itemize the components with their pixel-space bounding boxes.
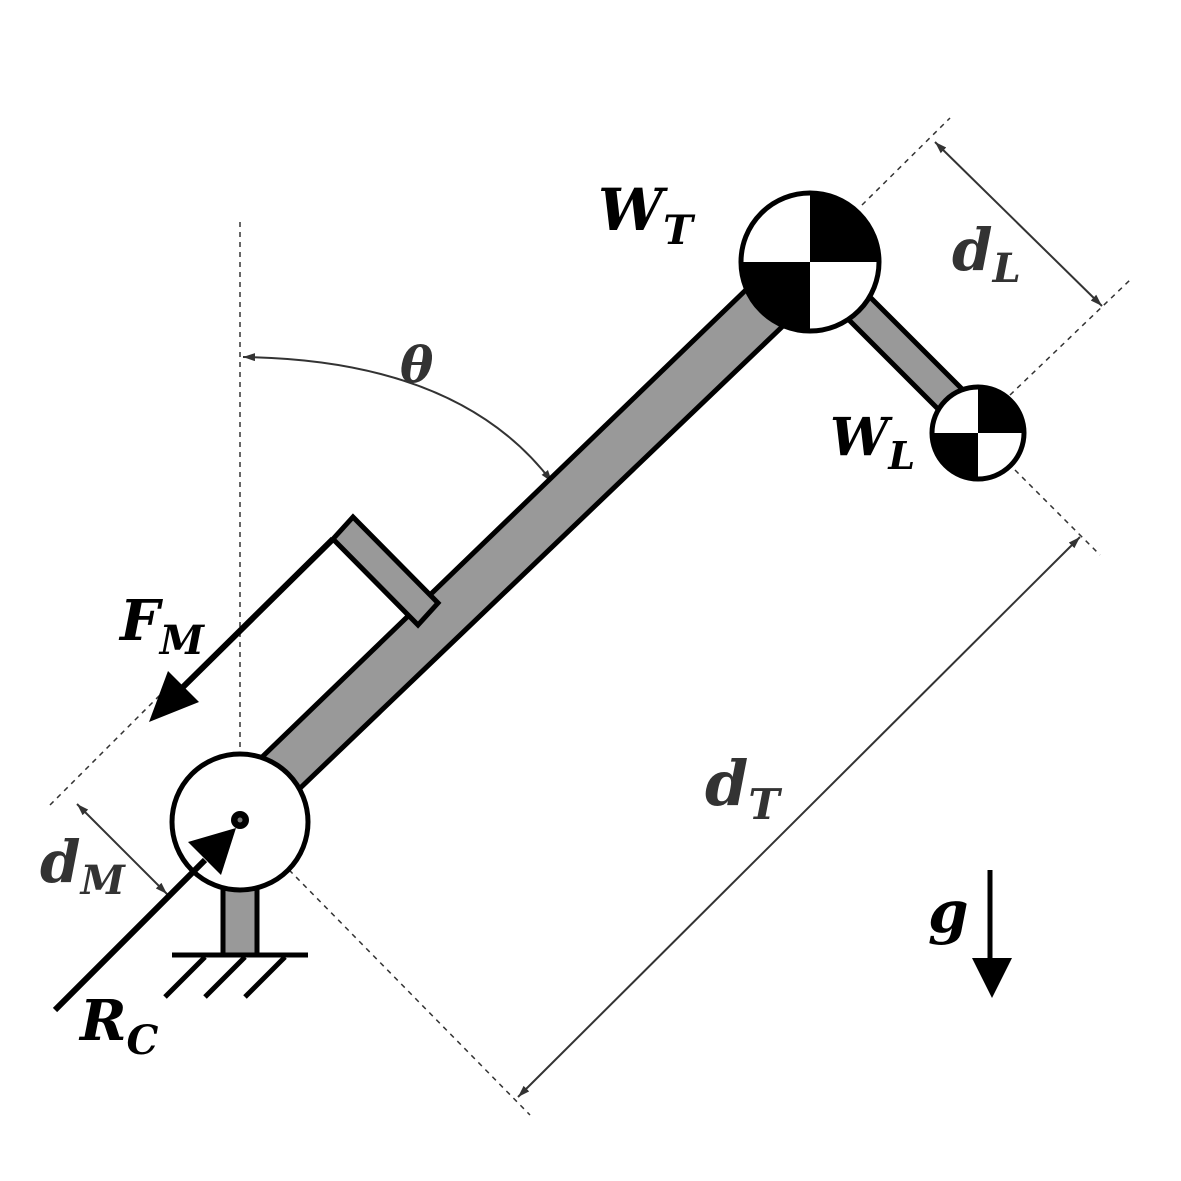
ground-hatch-icon <box>163 955 287 999</box>
muscle-force-arrow <box>149 536 336 722</box>
gravity-arrow <box>972 870 1012 998</box>
theta-label: θ <box>400 335 434 394</box>
dimension-arrows <box>76 141 1103 1098</box>
fm-label: FM <box>118 588 206 664</box>
gravity-arrowhead <box>972 958 1012 998</box>
load-center-of-mass-icon <box>929 384 1027 482</box>
reference-dashed-lines <box>49 117 1131 1116</box>
support-post <box>220 882 260 958</box>
perpendicular-line-pivot <box>239 819 531 1116</box>
dm-dimension-arrow <box>76 803 168 895</box>
reaction-force-arrow <box>52 828 236 1013</box>
rc-label: RC <box>78 988 159 1064</box>
dt-dimension-arrow <box>517 536 1081 1098</box>
dm-label: dM <box>40 828 127 904</box>
perpendicular-line-wt-end <box>861 117 951 206</box>
muscle-force-arrowhead <box>149 671 199 722</box>
wt-label: WT <box>598 176 696 254</box>
wl-label: WL <box>830 407 915 478</box>
dt-label: dT <box>705 747 782 829</box>
trunk-center-of-mass-icon <box>738 190 882 334</box>
muscle-moment-arm-bracket <box>329 513 442 629</box>
gravity-label: g <box>928 878 969 946</box>
reaction-force-arrowhead <box>188 828 236 875</box>
ground-support <box>163 882 308 999</box>
dl-label: dL <box>952 216 1021 292</box>
theta-angle-arc <box>242 353 553 483</box>
perpendicular-line-wl-end <box>1009 279 1131 396</box>
perpendicular-line-fm-end <box>49 694 161 806</box>
dl-dimension-arrow <box>934 141 1103 307</box>
perpendicular-line-wl-bottom <box>1014 469 1101 556</box>
